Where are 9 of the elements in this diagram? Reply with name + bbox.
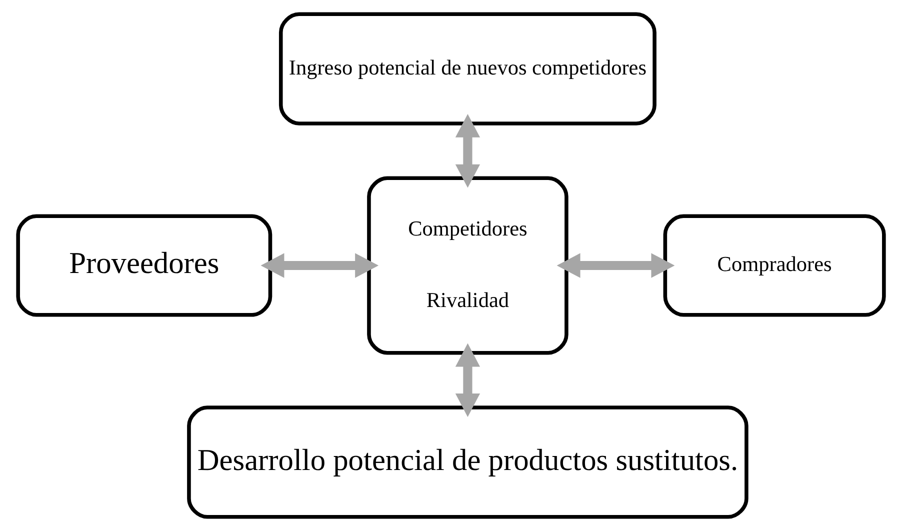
arrow — [454, 114, 480, 188]
node-box: Proveedores — [16, 214, 272, 317]
node-box: Compradores — [662, 214, 886, 317]
node-box: Desarrollo potencial de productos sustitutos. — [186, 406, 748, 519]
arrow — [556, 253, 674, 278]
arrow — [260, 253, 378, 278]
node-box: Ingreso potencial de nuevos competidores — [278, 12, 656, 126]
arrow — [454, 343, 480, 417]
node-box: Competidores Rivalidad — [366, 176, 568, 355]
